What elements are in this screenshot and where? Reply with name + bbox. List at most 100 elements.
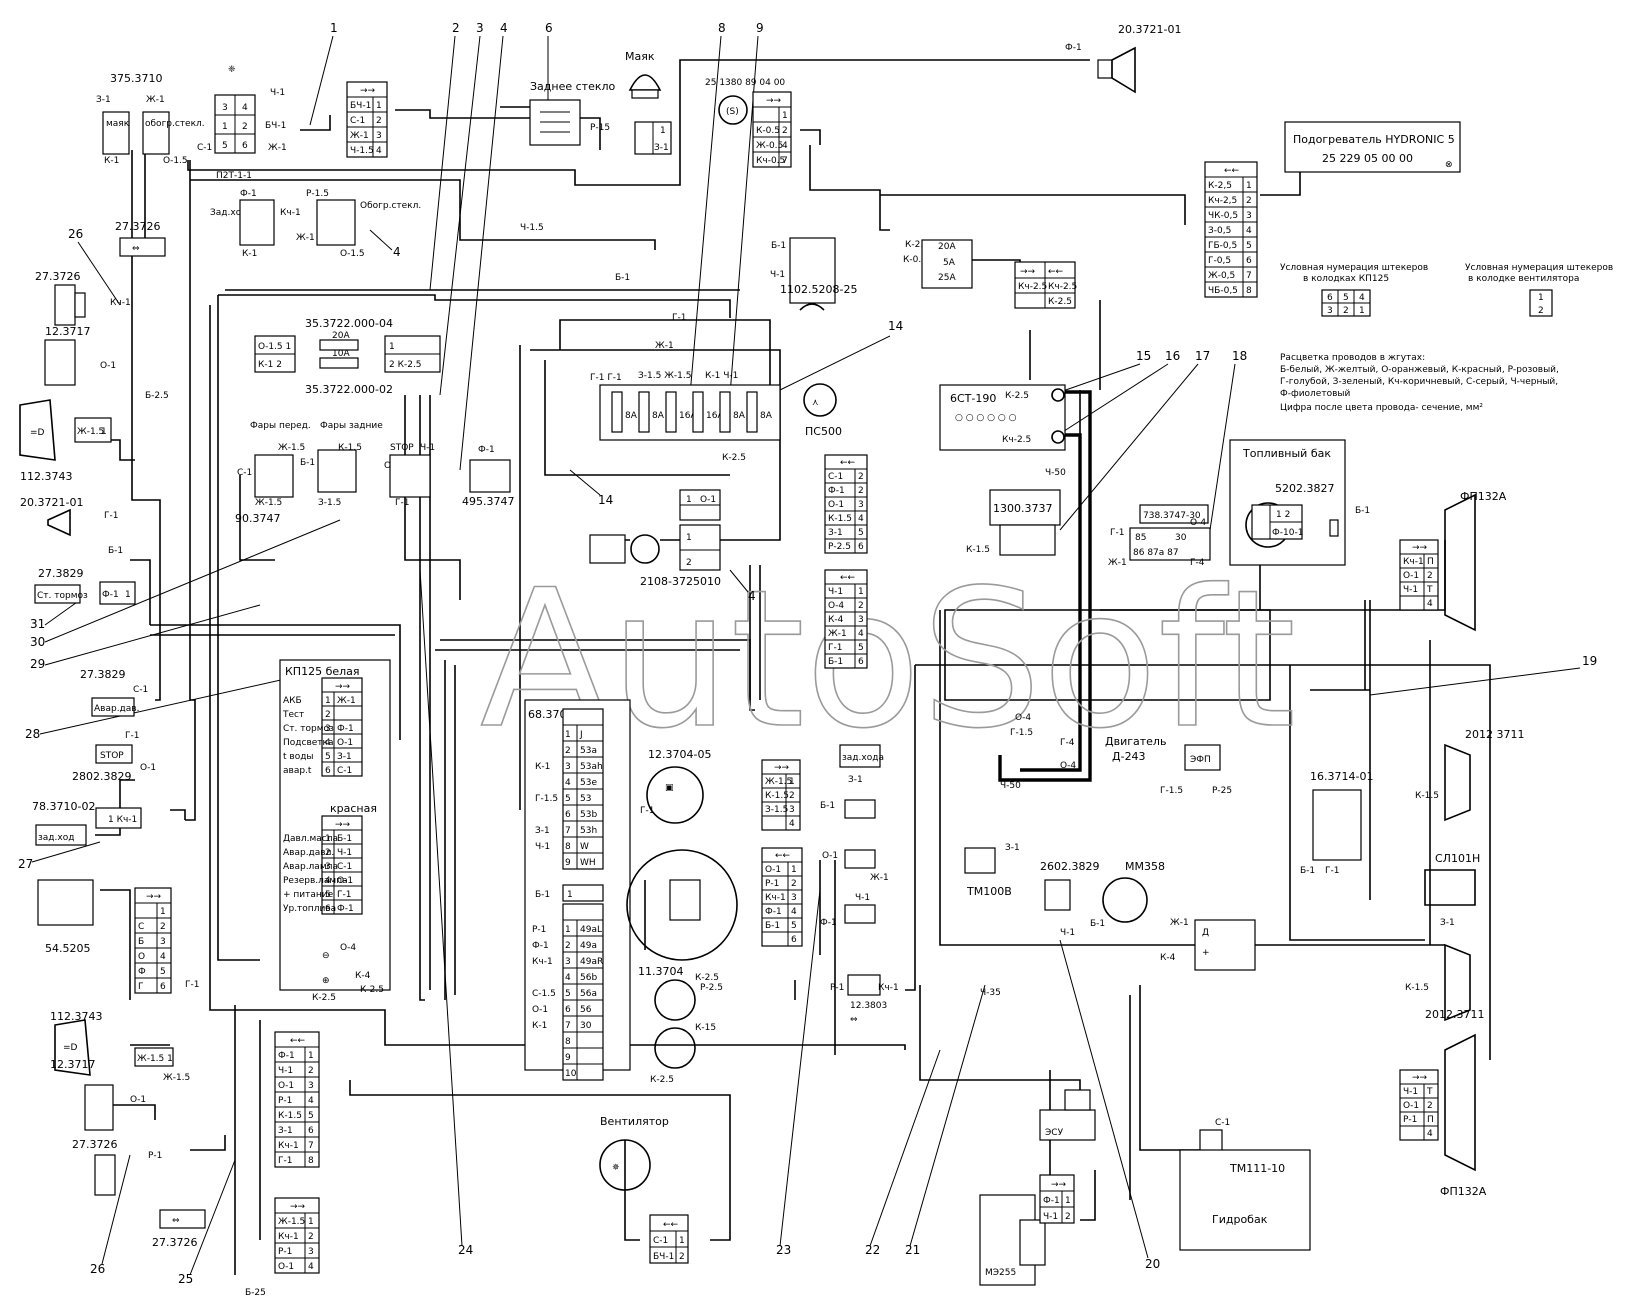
svg-text:Кч-1: Кч-1 — [280, 208, 301, 218]
svg-text:2: 2 — [686, 558, 692, 568]
kp125-wire: Г-1 — [337, 890, 351, 900]
connector-arrow-icon: →→ — [1412, 1073, 1428, 1083]
svg-text:К-0.5: К-0.5 — [903, 255, 927, 265]
callout-21: 21 — [905, 1243, 920, 1257]
connector-wire: Б-1 — [765, 921, 780, 931]
connector-wire: Ч-1 — [1403, 1087, 1418, 1097]
connector-wire: З-0,5 — [1208, 226, 1231, 236]
relay-pin-number: 8 — [565, 1037, 571, 1047]
svg-text:Г-1.5: Г-1.5 — [1160, 786, 1183, 796]
svg-text:Б-2.5: Б-2.5 — [145, 391, 169, 401]
connector-pin: 6 — [308, 1126, 314, 1136]
callouts: 1 2 3 4 6 8 9 14 15 16 17 18 19 20 21 22… — [18, 21, 1597, 1286]
kp125-row-label: Резерв.лампа — [283, 876, 348, 886]
connector-pin: 1 — [1246, 181, 1252, 191]
svg-text:2108-3725010: 2108-3725010 — [640, 575, 721, 588]
connector-frame — [134, 887, 172, 994]
svg-text:○ ○ ○ ○ ○ ○: ○ ○ ○ ○ ○ ○ — [955, 413, 1017, 423]
connector-wire: Г-1 — [278, 1156, 292, 1166]
kp125-row-label: Ст. тормоз — [283, 724, 334, 734]
kp125-row-label: Авар.лампа — [283, 862, 338, 872]
connector-wire: С-1 — [350, 116, 365, 126]
svg-text:Б-1: Б-1 — [1355, 506, 1370, 516]
kp125-pin: 2 — [325, 848, 331, 858]
svg-text:К-1 Ч-1: К-1 Ч-1 — [705, 371, 738, 381]
kp125-pin: 6 — [325, 766, 331, 776]
svg-text:обогр.стекл.: обогр.стекл. — [145, 119, 205, 129]
svg-text:27.3829: 27.3829 — [80, 668, 126, 681]
kp125-pin: 1 — [325, 696, 331, 706]
connector-pin: 1 — [376, 101, 382, 111]
connector-wire: ЧБ-0,5 — [1208, 286, 1238, 296]
svg-text:Ф-1: Ф-1 — [478, 445, 495, 455]
connector-wire: О-1 — [828, 500, 844, 510]
svg-text:12.3717: 12.3717 — [50, 1058, 96, 1071]
connector-pin: 1 — [308, 1051, 314, 1061]
connector-pin: 2 — [782, 126, 788, 136]
relay-wire: Г-1.5 — [535, 794, 558, 804]
svg-text:⇔: ⇔ — [850, 1015, 858, 1025]
switch-375-3710: 375.3710 З-1 Ж-1 маяк обогр.стекл. К-1 О… — [96, 72, 205, 166]
svg-text:К-1: К-1 — [242, 249, 257, 259]
connector-wire: Ж-0.5 — [756, 141, 783, 151]
connector-frame — [346, 81, 388, 158]
svg-text:Р-2.5: Р-2.5 — [700, 983, 723, 993]
notes: Условная нумерация штекеров в колодках К… — [1280, 263, 1613, 413]
svg-text:Подогреватель HYDRONIC 5: Подогреватель HYDRONIC 5 — [1293, 133, 1455, 146]
horn-top: 20.3721-01 Ф-1 — [1065, 23, 1181, 94]
fuel-tank: Топливный бак 5202.3827 1 2 Ф-10-1 — [1229, 439, 1346, 566]
svg-text:К-1.5: К-1.5 — [338, 443, 362, 453]
kp125-wire: Ф-1 — [337, 724, 354, 734]
connector-wire: Кч-2,5 — [1208, 196, 1237, 206]
battery-cable-plus — [998, 390, 1092, 782]
fuse-block-35-3722: 35.3722.000-04 О-1.5 1 К-1 2 1 2 К-2.5 2… — [254, 317, 441, 396]
relay-wire: Ф-1 — [532, 941, 549, 951]
fuse-rating: 8А — [760, 411, 773, 421]
connector-pin: 6 — [1246, 256, 1252, 266]
connector-pin: 3 — [308, 1247, 314, 1257]
connector-frame — [1204, 161, 1258, 298]
svg-text:78.3710-02: 78.3710-02 — [32, 800, 95, 813]
connector-pin: 2 — [679, 1252, 685, 1262]
connector-pin: 7 — [782, 156, 788, 166]
connector-wire: С — [138, 922, 144, 932]
svg-text:О-1.5 1: О-1.5 1 — [258, 342, 291, 352]
relay-pin: 56b — [580, 973, 597, 983]
connector-pin: 1 — [789, 777, 795, 787]
svg-text:+: + — [1202, 948, 1210, 958]
callout-28: 28 — [25, 727, 40, 741]
svg-text:К-2.5: К-2.5 — [1005, 391, 1029, 401]
svg-text:11.3704: 11.3704 — [638, 965, 684, 978]
svg-text:Г-1: Г-1 — [640, 806, 654, 816]
connector-wire: Кч-1 — [278, 1141, 299, 1151]
svg-text:О-1.5: О-1.5 — [340, 249, 365, 259]
svg-text:✵: ✵ — [612, 1163, 620, 1173]
relay-pin: 53ah — [580, 762, 603, 772]
relay-16-3714: 16.3714-01 Б-1 Г-1 — [1300, 770, 1373, 876]
svg-text:О-1: О-1 — [822, 851, 838, 861]
svg-text:10А: 10А — [332, 349, 350, 359]
connector-pin: 2 — [858, 472, 864, 482]
connector-frame — [1399, 1069, 1439, 1141]
lamp-1102: Б-1 Ч-1 1102.5208-25 — [770, 237, 857, 311]
svg-text:1: 1 — [660, 126, 666, 136]
kp125-row-label: АКБ — [283, 696, 302, 706]
svg-text:1: 1 — [686, 495, 692, 505]
svg-text:Г-1: Г-1 — [125, 731, 139, 741]
connector-pin: 4 — [791, 907, 797, 917]
svg-text:Ж-1.5 1: Ж-1.5 1 — [137, 1054, 173, 1064]
svg-text:в колодках КП125: в колодках КП125 — [1303, 274, 1389, 284]
connector-wire: О-1 — [765, 865, 781, 875]
svg-text:2012.3711: 2012.3711 — [1425, 1008, 1485, 1021]
connector-wire: Р-1 — [278, 1247, 292, 1257]
svg-text:2012 3711: 2012 3711 — [1465, 728, 1525, 741]
svg-text:1: 1 — [101, 427, 107, 437]
callout-17: 17 — [1195, 349, 1210, 363]
connector-arrow-icon: →→ — [290, 1202, 306, 1212]
relay-pin-number: 6 — [565, 810, 571, 820]
connector-wire: О — [138, 952, 145, 962]
connector-frame — [761, 847, 803, 947]
connector-wire: ГБ-0,5 — [1208, 241, 1237, 251]
